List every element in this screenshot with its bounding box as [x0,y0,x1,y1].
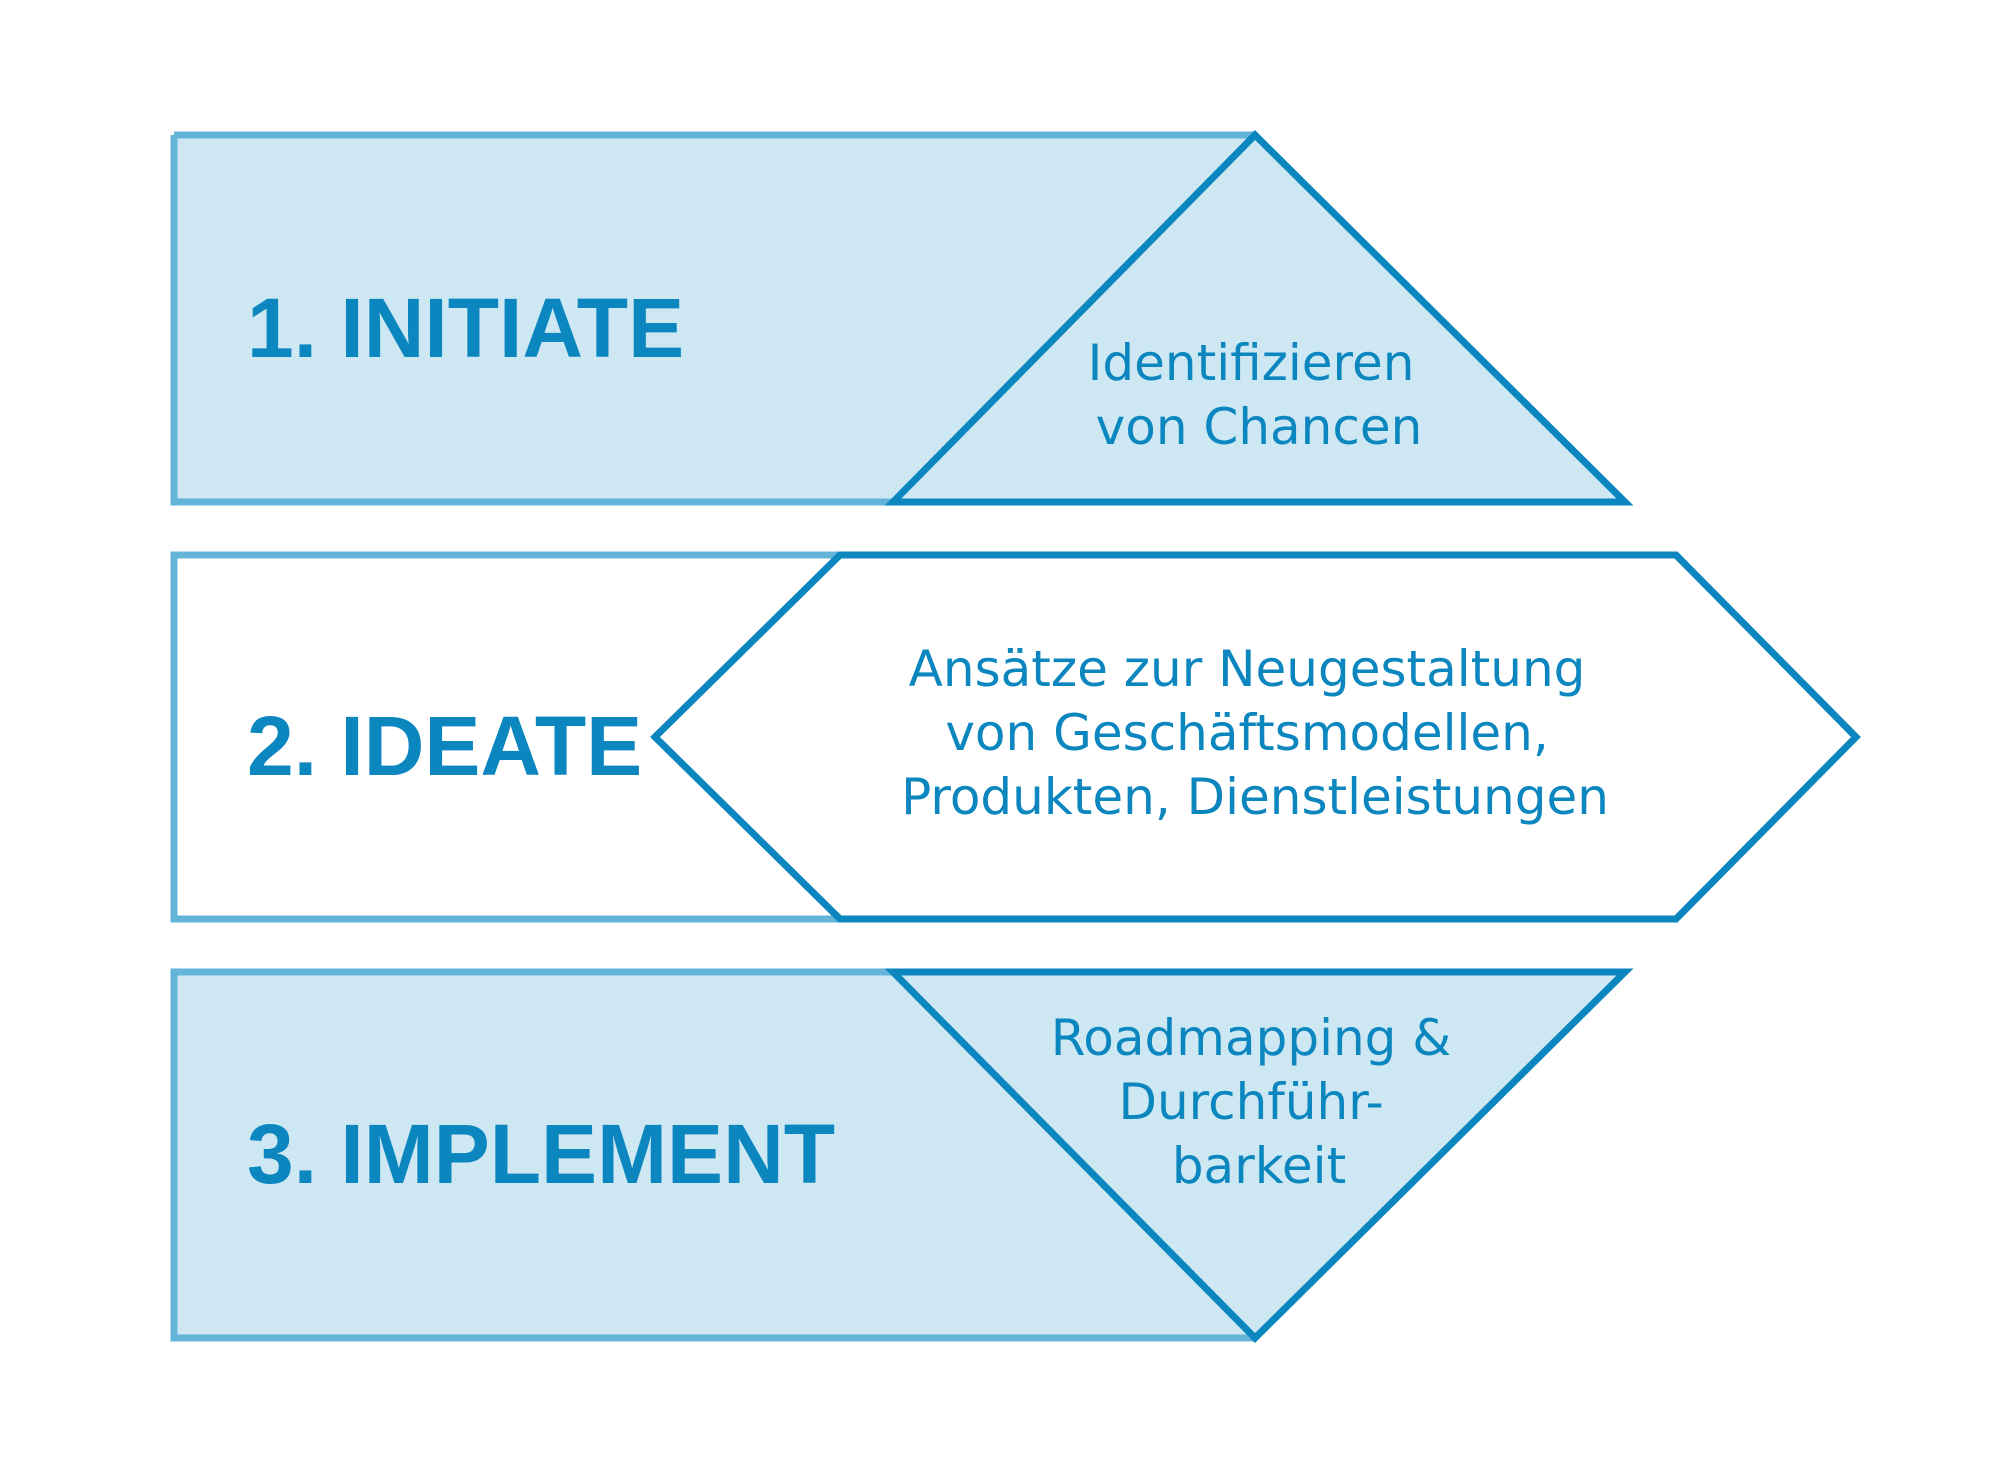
phase-ideate: 2. IDEATE Ansätze zur Neugestaltung von … [170,551,1861,923]
phase-implement-description-line: Roadmapping & [1051,1009,1452,1067]
phase-implement-description: Roadmapping & Durchführ- barkeit [1051,1009,1467,1195]
phase-ideate-title: 2. IDEATE [247,699,642,793]
phase-implement-description-line: Durchführ- [1118,1073,1383,1131]
phase-initiate-description: Identifizieren von Chancen [1088,334,1431,456]
phase-implement: 3. IMPLEMENT Roadmapping & Durchführ- ba… [170,968,1634,1343]
phase-ideate-hexagon [650,551,1861,923]
phase-ideate-box-outline [170,551,840,923]
phase-initiate-box [174,135,1625,502]
phase-initiate-description-line: Identifizieren [1088,334,1415,392]
phase-ideate-description: Ansätze zur Neugestaltung von Geschäftsm… [901,640,1609,826]
phase-ideate-description-line: Ansätze zur Neugestaltung [909,640,1586,698]
phase-implement-box [174,972,1625,1338]
phase-implement-box-outline [170,968,1255,1342]
phase-ideate-description-line: Produkten, Dienstleistungen [901,768,1609,826]
phase-initiate-box-outline [170,131,1255,506]
phase-implement-triangle [884,968,1634,1343]
phase-implement-title: 3. IMPLEMENT [247,1107,835,1201]
phase-implement-description-line: barkeit [1172,1137,1346,1195]
phase-initiate: 1. INITIATE Identifizieren von Chancen [170,130,1634,506]
phase-initiate-title: 1. INITIATE [247,281,684,375]
phase-initiate-description-line: von Chancen [1096,398,1423,456]
phase-initiate-triangle [884,130,1634,506]
phase-ideate-description-line: von Geschäftsmodellen, [945,704,1548,762]
